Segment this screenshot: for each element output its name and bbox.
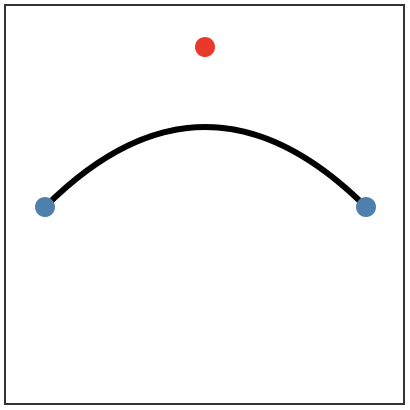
bezier-curve: [42, 124, 369, 210]
start-handle[interactable]: [35, 197, 55, 217]
control-handle[interactable]: [195, 37, 215, 57]
end-handle[interactable]: [356, 197, 376, 217]
canvas-frame: [4, 4, 405, 405]
